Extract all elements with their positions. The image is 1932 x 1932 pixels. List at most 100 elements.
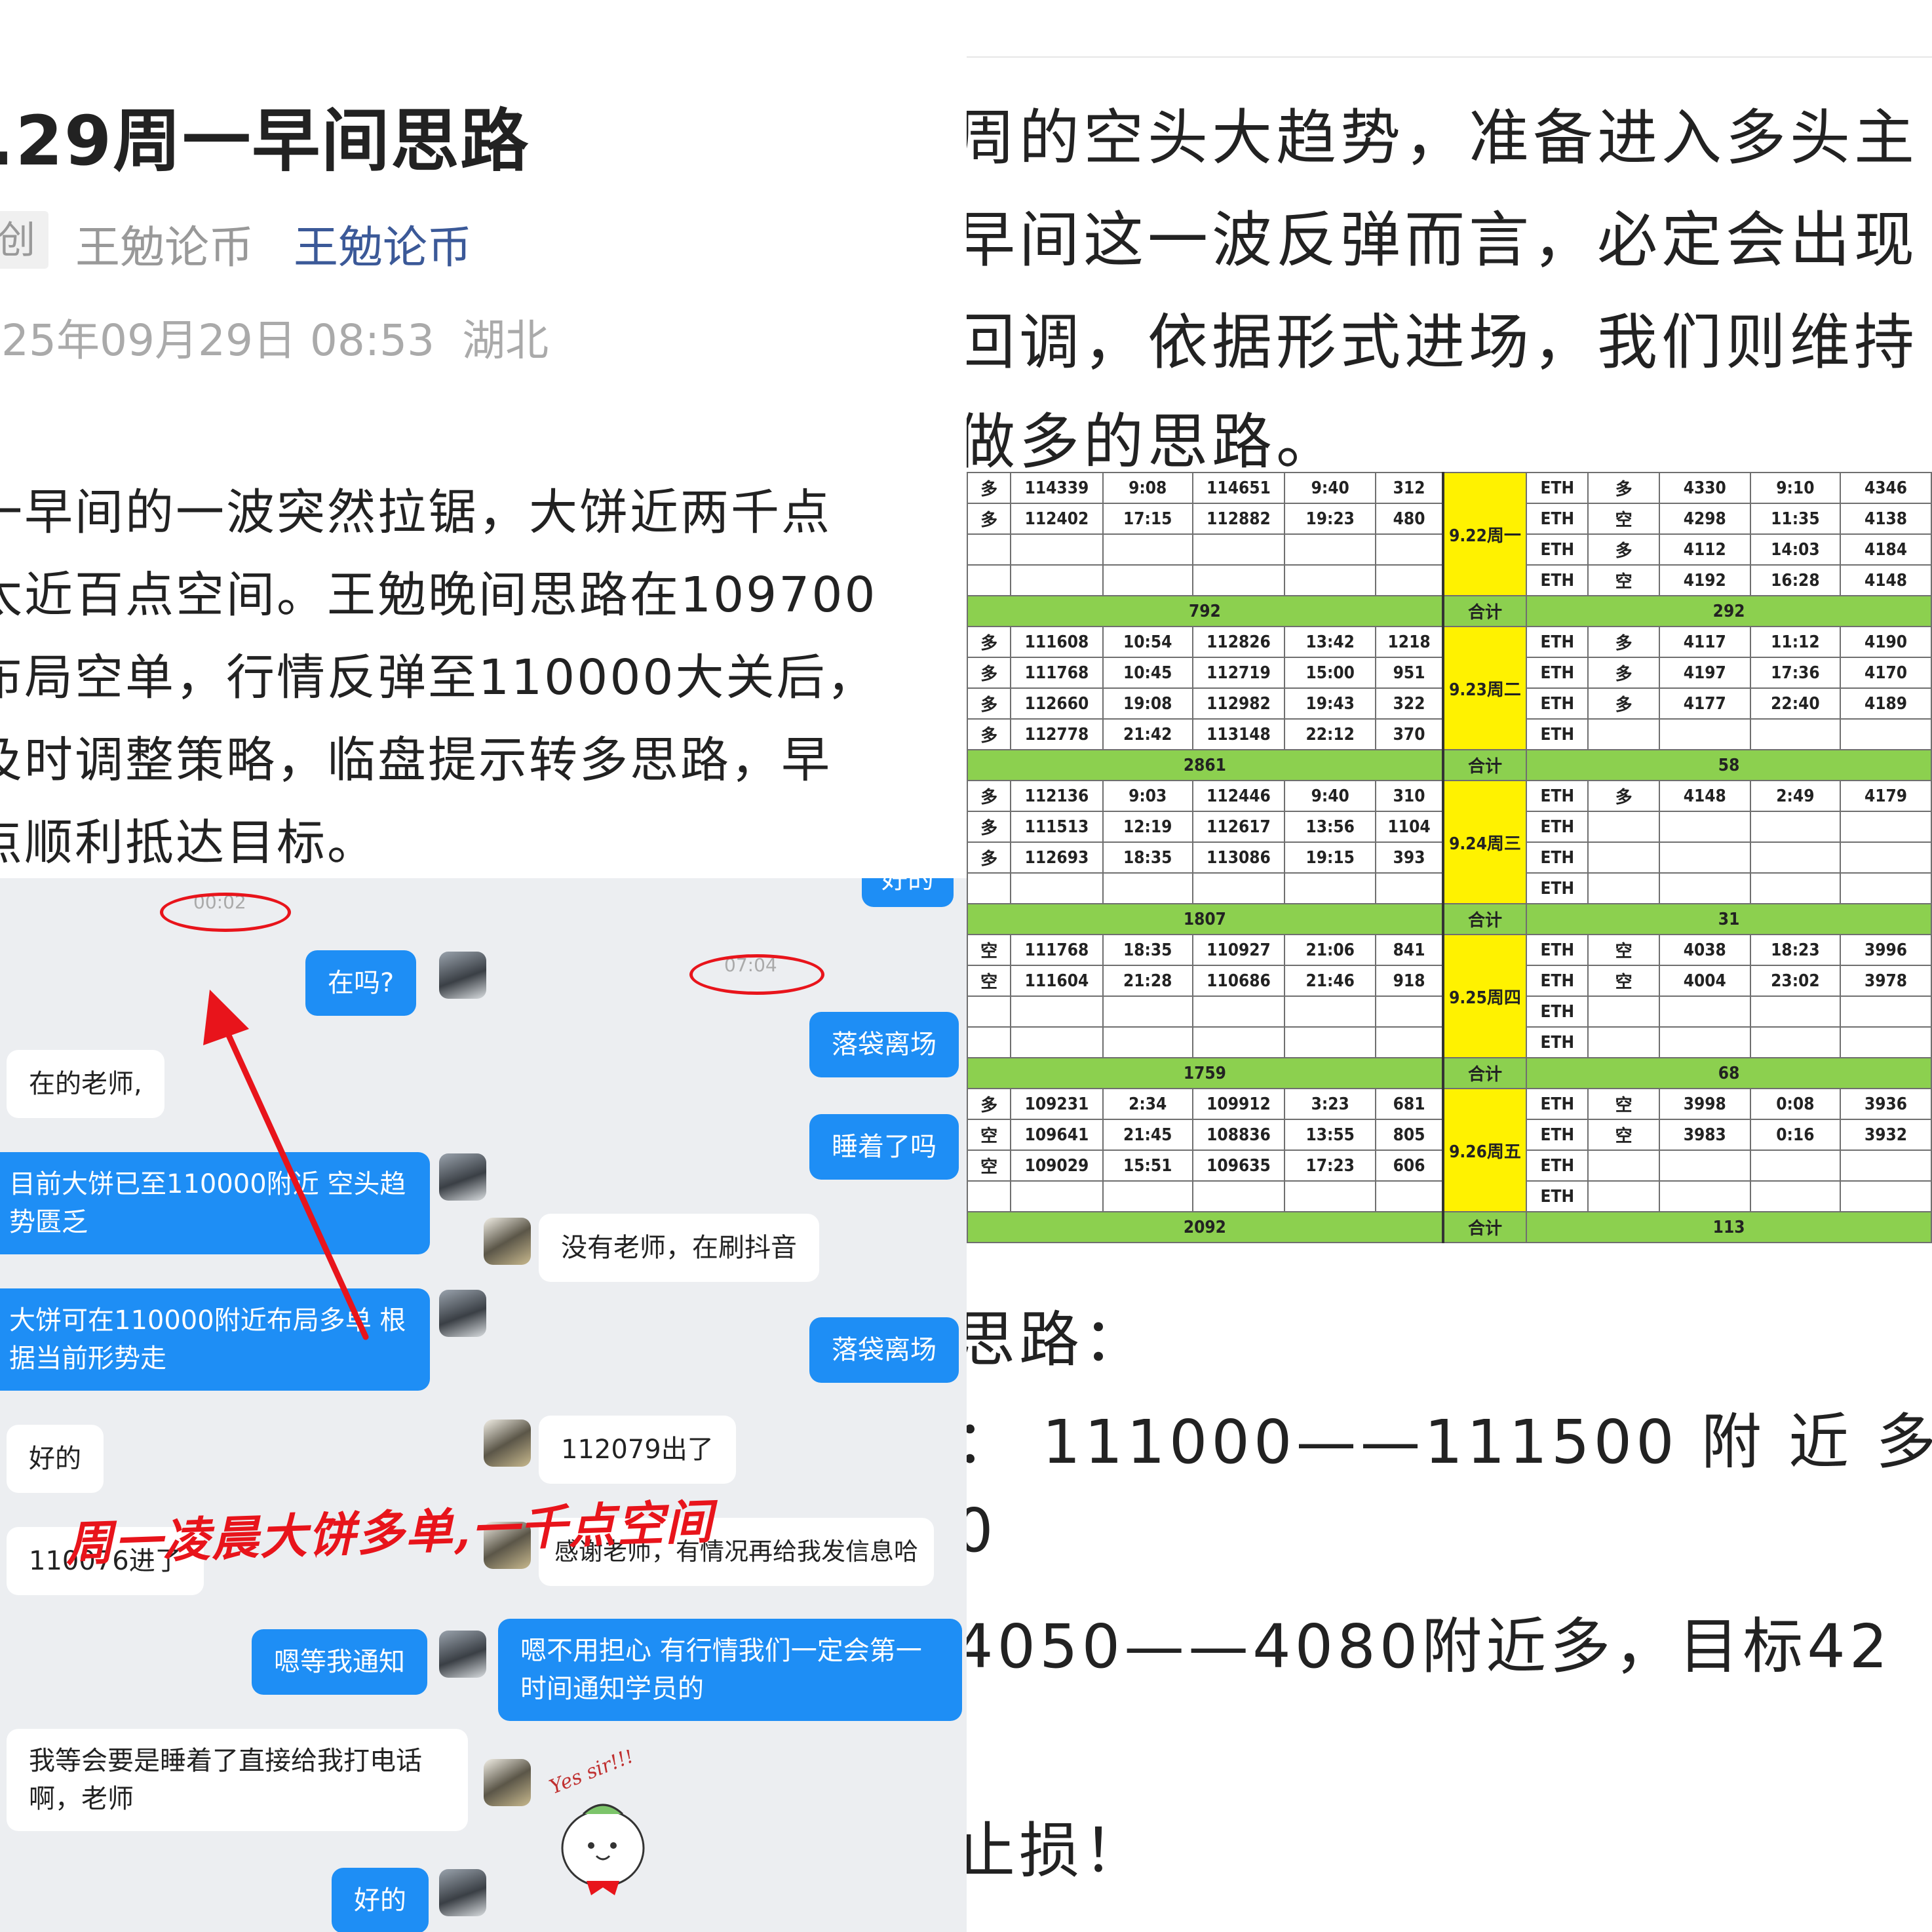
ledger-cell xyxy=(967,533,1012,566)
ledger-cell xyxy=(1749,718,1842,750)
ledger-cell: ETH xyxy=(1526,472,1589,504)
ledger-cell: ETH xyxy=(1526,1088,1589,1120)
student-avatar xyxy=(484,1218,531,1265)
ledger-cell xyxy=(1749,1026,1842,1058)
ledger-cell: ETH xyxy=(1526,687,1589,720)
ledger-cell: 112982 xyxy=(1191,687,1286,720)
ledger-cell: 112136 xyxy=(1010,780,1104,812)
ledger-cell xyxy=(1284,564,1377,596)
left-article-pane: .29周一早间思路 创 王勉论币 王勉论币 025年09月29日 08:53 湖… xyxy=(0,101,967,1932)
ledger-cell: 3978 xyxy=(1840,965,1932,997)
ledger-cell: 1104 xyxy=(1375,811,1444,843)
ledger-cell xyxy=(1840,841,1932,874)
ledger-cell: 15:00 xyxy=(1284,657,1377,689)
ledger-cell: 19:43 xyxy=(1284,687,1377,720)
ledger-cell: 9:10 xyxy=(1749,472,1842,504)
ledger-cell: 4170 xyxy=(1840,657,1932,689)
ledger-cell: 109912 xyxy=(1191,1088,1286,1120)
ledger-cell: 11:12 xyxy=(1749,626,1842,658)
ledger-cell: 空 xyxy=(967,965,1012,997)
ledger-cell xyxy=(1840,995,1932,1028)
sticker-caption: Yes sir!!! xyxy=(547,1750,638,1799)
ledger-cell: 113086 xyxy=(1191,841,1286,874)
eth-daily-total: 58 xyxy=(1526,749,1932,781)
right-article-pane: 周的空头大趋势，准备进入多头主 早间这一波反弹而言，必定会出现 回调，依据形式进… xyxy=(967,0,1932,1932)
ledger-cell: 12:19 xyxy=(1102,811,1193,843)
ledger-cell xyxy=(1102,872,1193,904)
ledger-cell xyxy=(1658,872,1751,904)
ledger-cell: 112778 xyxy=(1010,718,1104,750)
ledger-cell xyxy=(1658,1180,1751,1212)
ledger-cell xyxy=(1840,1150,1932,1182)
chat-bubble-sent: 好的 xyxy=(332,1868,429,1932)
ledger-cell xyxy=(1191,564,1286,596)
ledger-cell: 17:23 xyxy=(1284,1150,1377,1182)
ledger-cell xyxy=(1749,872,1842,904)
strategy-line: 周的空头大趋势，准备进入多头主 xyxy=(967,103,1919,173)
ledger-cell: 0:16 xyxy=(1749,1119,1842,1151)
ledger-cell xyxy=(1840,872,1932,904)
ledger-day-label: 9.26周五 xyxy=(1441,1088,1528,1212)
ledger-cell: 23:02 xyxy=(1749,965,1842,997)
ledger-row: ETH xyxy=(967,1180,1932,1212)
ledger-cell: 空 xyxy=(1587,1119,1660,1151)
ledger-cell: ETH xyxy=(1526,995,1589,1028)
ledger-cell: 空 xyxy=(967,1150,1012,1182)
ledger-cell: 多 xyxy=(967,1088,1012,1120)
ledger-cell: 22:40 xyxy=(1749,687,1842,720)
btc-daily-total: 1807 xyxy=(967,903,1444,935)
ledger-cell: 多 xyxy=(967,841,1012,874)
paragraph-line: 点顺利抵达目标。 xyxy=(0,815,377,871)
ledger-cell: 空 xyxy=(1587,564,1660,596)
eth-daily-total: 113 xyxy=(1526,1211,1932,1243)
ledger-cell: 4330 xyxy=(1658,472,1751,504)
plan-line: ： 111000——111500 附 近 多， xyxy=(967,1407,1932,1477)
ledger-cell: 111608 xyxy=(1010,626,1104,658)
ledger-cell: 681 xyxy=(1375,1088,1444,1120)
chat-bubble-sent: 嗯等我通知 xyxy=(252,1629,427,1695)
bubble-line: 嗯不用担心 有行情我们一定会第一 xyxy=(520,1636,922,1666)
ledger-cell: 16:28 xyxy=(1749,564,1842,596)
ledger-cell: 17:15 xyxy=(1102,503,1193,535)
strategy-line: 做多的思路。 xyxy=(967,407,1341,477)
ledger-cell: 18:23 xyxy=(1749,934,1842,966)
ledger-cell xyxy=(1587,841,1660,874)
ledger-cell: 112693 xyxy=(1010,841,1104,874)
teacher-avatar xyxy=(439,1869,486,1916)
ledger-cell: 3998 xyxy=(1658,1088,1751,1120)
author-link[interactable]: 王勉论币 xyxy=(294,222,473,274)
ledger-cell: 109635 xyxy=(1191,1150,1286,1182)
ledger-cell: 111768 xyxy=(1010,934,1104,966)
ledger-cell xyxy=(1284,872,1377,904)
ledger-row: ETH xyxy=(967,995,1932,1028)
ledger-cell: 4189 xyxy=(1840,687,1932,720)
eth-daily-total: 68 xyxy=(1526,1057,1932,1089)
ledger-cell: 4179 xyxy=(1840,780,1932,812)
ledger-cell: 18:35 xyxy=(1102,934,1193,966)
eth-daily-total: 292 xyxy=(1526,595,1932,627)
chat-bubble-sent: 大饼可在110000附近布局多单 根 据当前形势走 xyxy=(0,1288,430,1391)
plan-line: 0 xyxy=(967,1496,997,1566)
ledger-cell xyxy=(1191,995,1286,1028)
ledger-cell xyxy=(1191,1026,1286,1058)
ledger-cell: 4112 xyxy=(1658,533,1751,566)
ledger-cell: ETH xyxy=(1526,780,1589,812)
ledger-cell xyxy=(1658,995,1751,1028)
ledger-cell: 9:40 xyxy=(1284,780,1377,812)
ledger-cell: ETH xyxy=(1526,718,1589,750)
ledger-cell xyxy=(1840,1180,1932,1212)
ledger-cell: 19:23 xyxy=(1284,503,1377,535)
ledger-cell: 21:45 xyxy=(1102,1119,1193,1151)
student-avatar xyxy=(484,1420,531,1467)
paragraph-line: 一早间的一波突然拉锯，大饼近两千点 xyxy=(0,484,832,541)
ledger-cell: 多 xyxy=(967,626,1012,658)
highlight-ring xyxy=(160,893,291,932)
ledger-cell: 多 xyxy=(967,811,1012,843)
ledger-cell xyxy=(1658,1026,1751,1058)
ledger-cell: 112882 xyxy=(1191,503,1286,535)
ledger-cell xyxy=(1284,995,1377,1028)
